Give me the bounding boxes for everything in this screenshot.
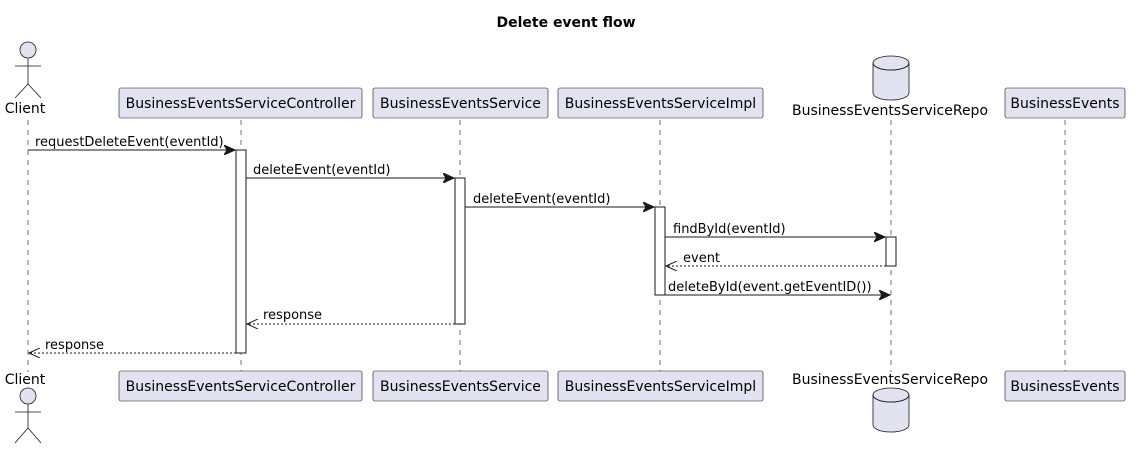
participant-box bbox=[372, 87, 549, 119]
message-label: response bbox=[263, 308, 322, 323]
message-service-delete-event: deleteEvent(eventId) bbox=[465, 192, 654, 207]
participant-box bbox=[372, 370, 549, 402]
actor-icon bbox=[14, 387, 42, 444]
diagram-title: Delete event flow bbox=[496, 15, 635, 31]
message-label: deleteById(event.getEventID()) bbox=[668, 280, 872, 295]
message-response-service: response bbox=[247, 308, 455, 324]
message-controller-delete-event: deleteEvent(eventId) bbox=[246, 163, 454, 178]
message-label: response bbox=[45, 338, 104, 353]
message-find-by-id: findById(eventId) bbox=[665, 222, 885, 237]
actor-client-bottom: Client bbox=[5, 372, 46, 444]
participant-controller-top: BusinessEventsServiceController bbox=[118, 87, 363, 119]
message-response-controller: response bbox=[29, 338, 236, 353]
database-icon bbox=[872, 55, 910, 101]
participant-repo-bottom: BusinessEventsServiceRepo bbox=[792, 372, 988, 433]
participant-label-events: BusinessEvents bbox=[1010, 379, 1119, 395]
participant-label-controller: BusinessEventsServiceController bbox=[126, 96, 356, 112]
activation-repo bbox=[885, 236, 897, 267]
participant-label-repo: BusinessEventsServiceRepo bbox=[792, 103, 988, 119]
message-label: deleteEvent(eventId) bbox=[253, 163, 390, 178]
participant-label-events: BusinessEvents bbox=[1010, 96, 1119, 112]
participant-label-impl: BusinessEventsServiceImpl bbox=[565, 379, 756, 395]
participant-label-service: BusinessEventsService bbox=[380, 96, 541, 112]
message-delete-by-id: deleteById(event.getEventID()) bbox=[665, 280, 890, 295]
message-label: deleteEvent(eventId) bbox=[473, 192, 610, 207]
participant-box bbox=[118, 370, 363, 402]
participant-box bbox=[1004, 87, 1126, 119]
actor-icon bbox=[14, 41, 42, 99]
participant-label-controller: BusinessEventsServiceController bbox=[126, 379, 356, 395]
message-label: findById(eventId) bbox=[673, 222, 786, 237]
activation-impl bbox=[654, 206, 666, 296]
message-label: event bbox=[683, 251, 720, 266]
message-label: requestDeleteEvent(eventId) bbox=[35, 135, 224, 150]
participant-box bbox=[557, 370, 764, 402]
activation-service bbox=[454, 177, 466, 325]
message-return-event: event bbox=[666, 251, 886, 266]
participant-label-client: Client bbox=[5, 372, 46, 388]
participant-label-client: Client bbox=[5, 101, 46, 117]
participant-repo-top: BusinessEventsServiceRepo bbox=[792, 55, 988, 119]
message-request-delete-event: requestDeleteEvent(eventId) bbox=[28, 135, 235, 150]
activation-controller bbox=[235, 149, 247, 354]
participant-service-top: BusinessEventsService bbox=[372, 87, 549, 119]
participant-label-service: BusinessEventsService bbox=[380, 379, 541, 395]
participant-impl-top: BusinessEventsServiceImpl bbox=[557, 87, 764, 119]
participant-service-bottom: BusinessEventsService bbox=[372, 370, 549, 402]
participant-events-bottom: BusinessEvents bbox=[1004, 370, 1126, 402]
participant-box bbox=[557, 87, 764, 119]
participant-controller-bottom: BusinessEventsServiceController bbox=[118, 370, 363, 402]
actor-client-top: Client bbox=[5, 41, 46, 117]
participant-impl-bottom: BusinessEventsServiceImpl bbox=[557, 370, 764, 402]
participant-events-top: BusinessEvents bbox=[1004, 87, 1126, 119]
database-icon bbox=[872, 387, 910, 433]
participant-label-impl: BusinessEventsServiceImpl bbox=[565, 96, 756, 112]
participant-box bbox=[118, 87, 363, 119]
participant-label-repo: BusinessEventsServiceRepo bbox=[792, 372, 988, 388]
participant-box bbox=[1004, 370, 1126, 402]
